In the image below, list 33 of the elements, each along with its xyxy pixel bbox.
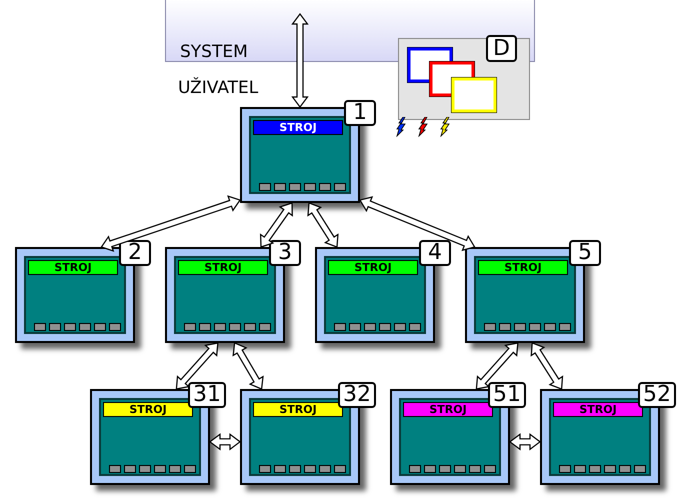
number-badge: 4	[419, 240, 451, 266]
letter-badge: D	[486, 35, 517, 62]
title-bar: STROJ	[28, 260, 118, 275]
title-bar: STROJ	[253, 120, 343, 135]
number-badge: 1	[344, 100, 376, 126]
title-bar: STROJ	[178, 260, 268, 275]
number-badge: 51	[488, 382, 526, 408]
number-badge: 5	[569, 240, 601, 266]
double-arrow	[509, 433, 541, 450]
title-bar: STROJ	[103, 402, 193, 417]
number-badge: 31	[188, 382, 226, 408]
double-arrow	[359, 196, 476, 252]
double-arrow	[209, 433, 241, 450]
display-panel	[398, 38, 530, 120]
band-label: SYSTEM	[180, 42, 248, 62]
title-bar: STROJ	[253, 402, 343, 417]
double-arrow	[530, 342, 564, 390]
title-bar: STROJ	[403, 402, 493, 417]
title-bar: STROJ	[553, 402, 643, 417]
double-arrow	[307, 202, 339, 248]
double-arrow	[260, 202, 293, 248]
number-badge: 52	[638, 382, 676, 408]
title-bar: STROJ	[328, 260, 418, 275]
double-arrow	[100, 195, 241, 252]
number-badge: 3	[269, 240, 301, 266]
double-arrow	[291, 13, 309, 108]
double-arrow	[476, 342, 518, 390]
title-bar: STROJ	[478, 260, 568, 275]
double-arrow	[232, 342, 264, 390]
double-arrow	[176, 342, 218, 390]
layer-label: UŽIVATEL	[178, 78, 258, 98]
number-badge: 32	[338, 382, 376, 408]
number-badge: 2	[119, 240, 151, 266]
